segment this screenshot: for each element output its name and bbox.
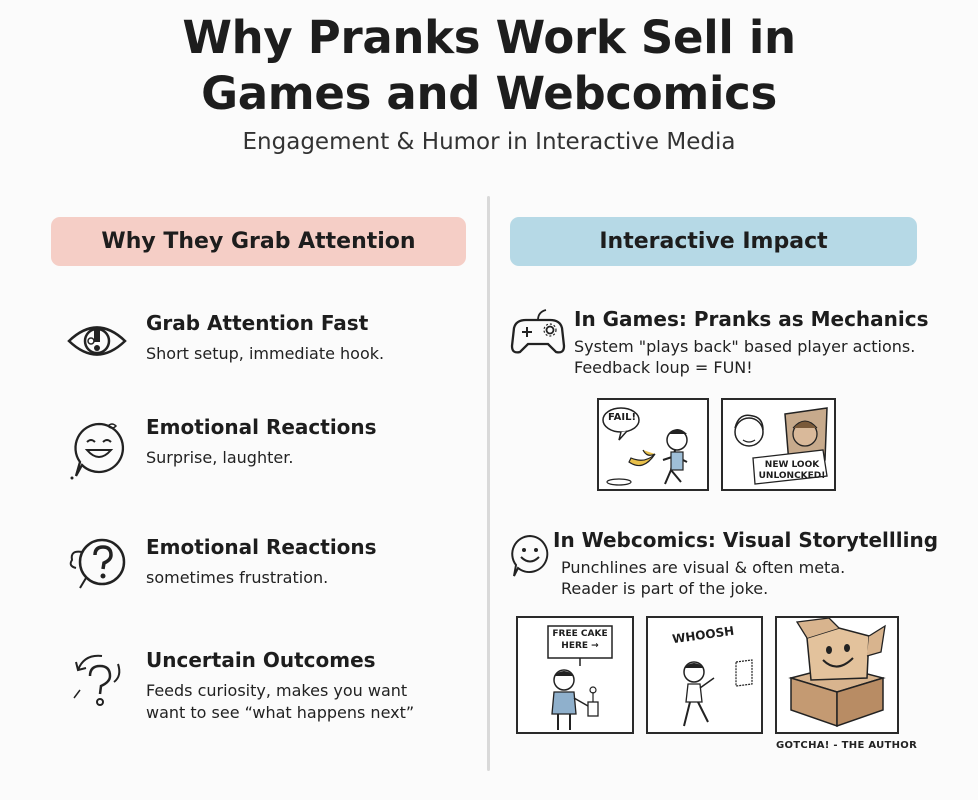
comics-line-2: Reader is part of the joke. [561, 579, 769, 598]
title-line-2: Games and Webcomics [201, 67, 777, 120]
gamepad-icon [510, 309, 566, 354]
title-line-1: Why Pranks Work Sell in [182, 11, 796, 64]
question-speech-icon [69, 538, 126, 589]
comic-caption: GOTCHA! - THE AUTHOR [776, 740, 918, 751]
comics-line-1: Punchlines are visual & often meta. [561, 558, 846, 577]
eye-icon [67, 326, 127, 356]
column-divider [487, 196, 490, 771]
fail-bubble-text: FAIL! [608, 412, 637, 423]
games-line-1: System "plays back" based player actions… [574, 337, 916, 356]
page-subtitle: Engagement & Humor in Interactive Media [242, 129, 736, 155]
page-title: Why Pranks Work Sell in Games and Webcom… [0, 10, 978, 122]
left-section-heading: Why They Grab Attention [51, 217, 466, 266]
item-title: Emotional Reactions [146, 415, 377, 439]
new-look-scene-illustration [734, 407, 828, 485]
laughing-face-icon [70, 422, 125, 480]
comic-panel-whoosh: WHOOSH [646, 616, 763, 734]
comic-panel-gotcha [775, 616, 899, 734]
item-description-line-1: Feeds curiosity, makes you want [146, 681, 408, 700]
item-description: sometimes frustration. [146, 568, 329, 587]
smiley-bubble-icon [511, 534, 549, 577]
free-cake-sign-text: FREE CAKE HERE → [552, 629, 608, 651]
comics-title: In Webcomics: Visual Storytellling [553, 528, 939, 552]
game-panel-fail: FAIL! [597, 398, 709, 491]
right-section-heading: Interactive Impact [510, 217, 917, 266]
fail-scene-illustration [602, 407, 688, 486]
new-look-sign-text: NEW LOOK UNLONCKED! [758, 460, 826, 481]
item-title: Emotional Reactions [146, 535, 377, 559]
whoosh-illustration [683, 659, 753, 727]
game-panel-new-look: NEW LOOK UNLONCKED! [721, 398, 836, 491]
item-description-line-2: want to see “what happens next” [146, 703, 415, 722]
item-title: Uncertain Outcomes [146, 648, 376, 672]
item-description: Short setup, immediate hook. [146, 344, 385, 363]
games-title: In Games: Pranks as Mechanics [574, 307, 929, 331]
free-cake-illustration [547, 625, 613, 730]
cardboard-box-illustration [788, 618, 886, 728]
item-title: Grab Attention Fast [146, 311, 369, 335]
comic-panel-free-cake: FREE CAKE HERE → [516, 616, 634, 734]
games-line-2: Feedback loup = FUN! [574, 358, 753, 377]
question-arrows-icon [73, 654, 121, 706]
item-description: Surprise, laughter. [146, 448, 294, 467]
